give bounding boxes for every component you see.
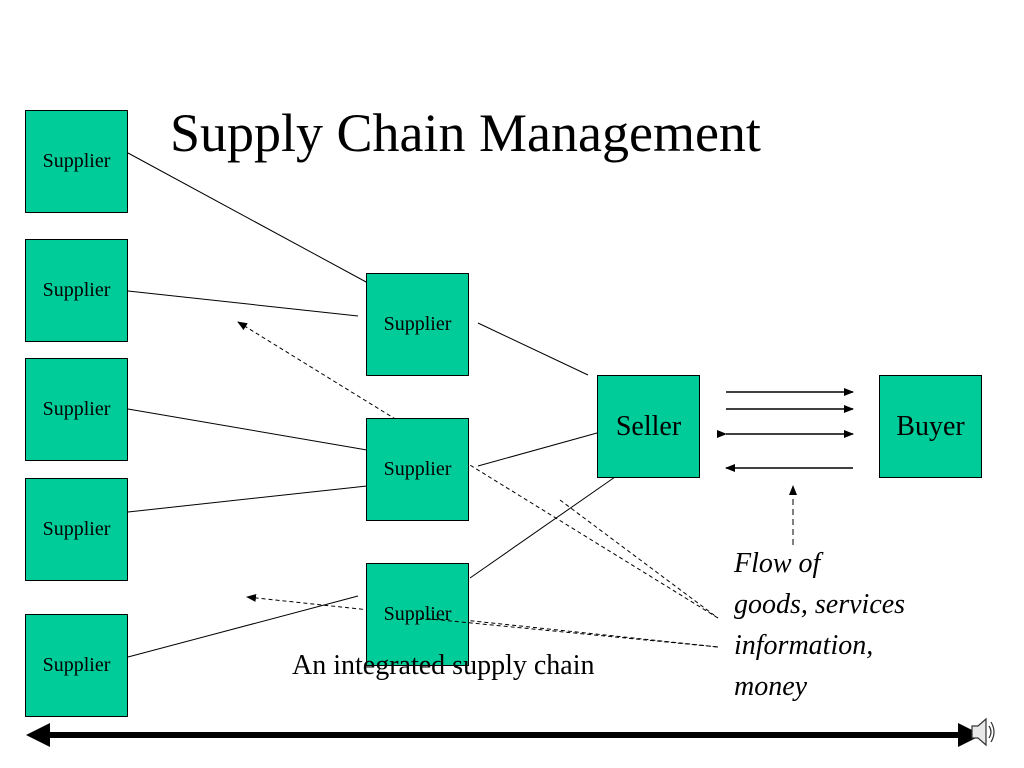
buyer-box: Buyer [879,375,982,478]
connector-line [477,322,589,376]
supplier-label: Supplier [42,279,111,301]
supplier-label: Supplier [383,458,452,480]
connector-line [477,432,598,467]
supplier-label: Supplier [42,654,111,676]
page-title: Supply Chain Management [170,103,761,163]
diagram-caption: An integrated supply chain [292,650,595,681]
connector-line [127,485,368,513]
dashed-pointer [237,321,719,619]
buyer-label: Buyer [896,410,965,442]
flow-label-line: goods, services [734,589,906,620]
connector-line [127,408,368,451]
connector-line [469,476,616,579]
speaker-icon[interactable] [968,714,998,750]
seller-box: Seller [597,375,700,478]
tier2-supplier-box: Supplier [25,110,128,213]
flow-label: Flow of goods, services information, mon… [734,543,905,707]
tier2-supplier-box: Supplier [25,239,128,342]
bottom-arrow-right-head [958,723,982,747]
tier2-supplier-box: Supplier [25,614,128,717]
flow-label-line: information, [734,630,874,661]
supplier-label: Supplier [42,150,111,172]
dashed-pointer [246,593,719,648]
tier1-supplier-box: Supplier [366,418,469,521]
tier2-supplier-box: Supplier [25,478,128,581]
tier1-supplier-box: Supplier [366,273,469,376]
tier1-supplier-box: Supplier [366,563,469,666]
connector-line [127,152,369,284]
connector-line [127,595,359,658]
flow-label-line: Flow of [734,548,821,579]
supplier-label: Supplier [383,313,452,335]
tier2-supplier-box: Supplier [25,358,128,461]
flow-label-line: money [734,671,808,702]
bottom-arrow-left-head [26,723,50,747]
supplier-label: Supplier [42,518,111,540]
connector-line [127,290,359,317]
seller-label: Seller [615,410,682,442]
supplier-label: Supplier [42,398,111,420]
